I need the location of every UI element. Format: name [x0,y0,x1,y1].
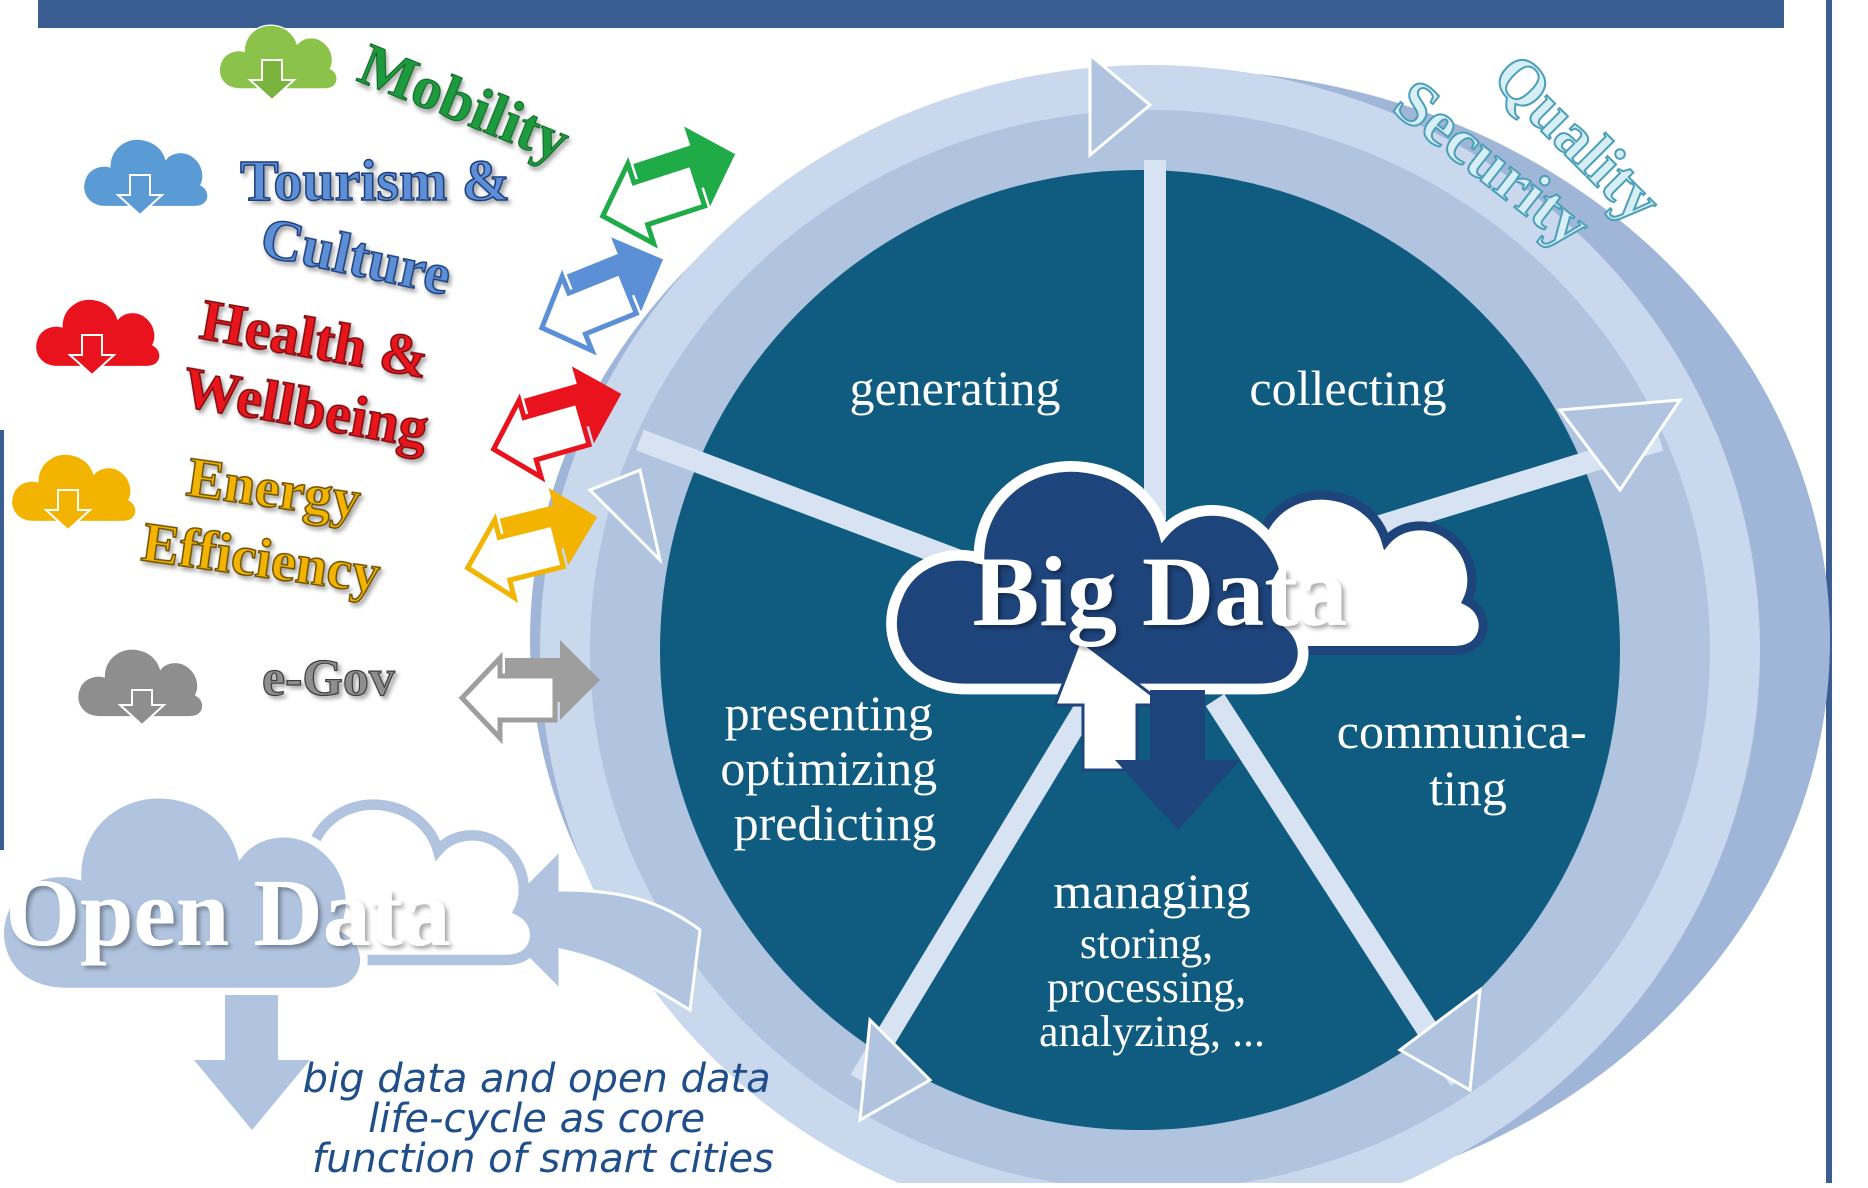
cloud-arrow-icon [117,689,167,727]
segment-managing: managing [1053,863,1250,919]
right-border [1826,0,1832,1183]
segment-managing-sub: storing, processing, analyzing, ... [1039,919,1265,1056]
segment-presenting: presenting optimizing predicting [720,685,949,851]
big-data-label: Big Data [973,536,1348,647]
bidirectional-arrow-icon [464,487,598,603]
domain-label: e-Gov [262,650,395,707]
segment-communicating: communica- ting [1337,703,1599,816]
cloud-arrow-icon [43,489,93,532]
domain-egov: e-Gov [76,640,600,745]
caption: big data and open data life-cycle as cor… [303,1056,784,1182]
bidirectional-arrow-icon [458,640,600,745]
download-arrow-icon [1115,690,1240,830]
segment-generating: generating [849,360,1060,416]
cloud-arrow-icon [115,174,165,217]
bidirectional-arrow-icon [538,237,664,356]
domain-label: Energy [183,446,364,532]
domain-label: Tourism & [240,148,510,213]
bidirectional-arrow-icon [490,366,622,483]
bidirectional-arrow-icon [599,126,736,249]
cloud-arrow-icon [247,59,297,102]
domain-label-2: Culture [255,204,457,308]
left-border [0,430,4,850]
segment-collecting: collecting [1249,360,1446,416]
top-banner [38,0,1784,28]
open-data-down-arrow-icon [194,995,310,1130]
domain-energy: Energy Efficiency [10,446,598,607]
cloud-arrow-icon [67,334,117,377]
open-data-label: Open Data [5,859,450,966]
